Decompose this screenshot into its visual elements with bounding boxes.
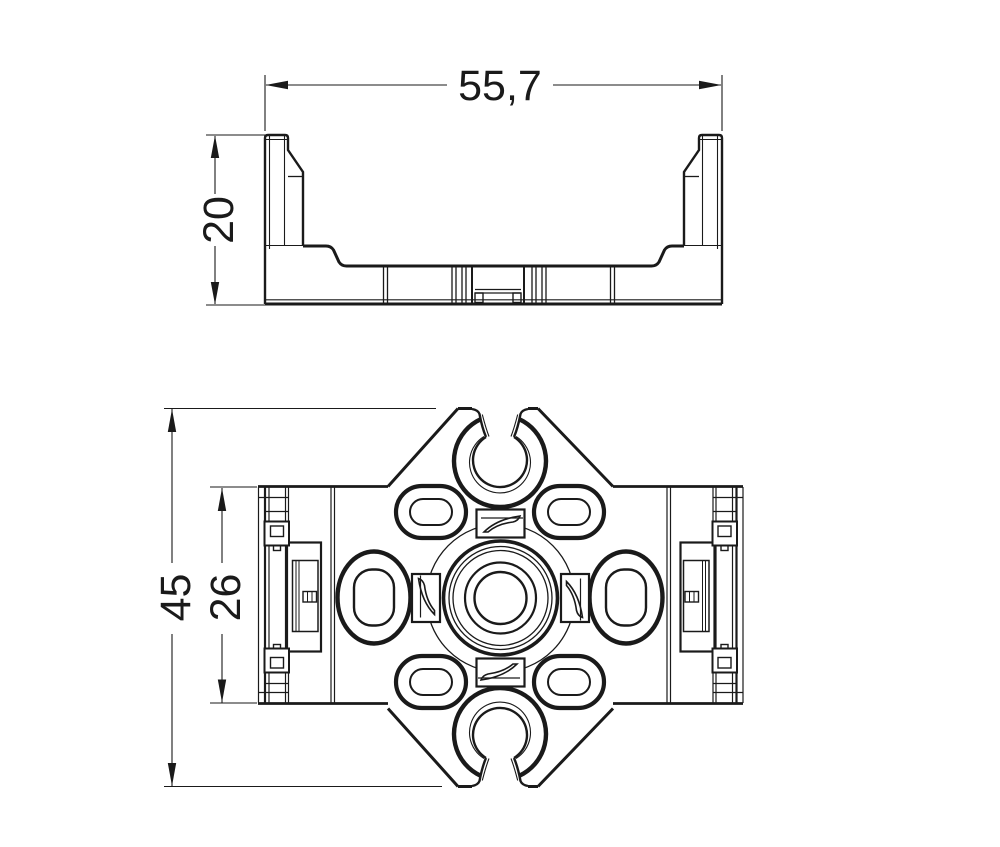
hole-bottom-left bbox=[393, 653, 469, 711]
dim-label-inner-height: 26 bbox=[202, 574, 250, 622]
side-profile-outline bbox=[263, 133, 724, 306]
outer-ring bbox=[451, 417, 549, 510]
body-band bbox=[258, 485, 743, 705]
arrowhead-right bbox=[699, 80, 722, 90]
dim-label-width: 55,7 bbox=[458, 62, 542, 110]
gap-wall-left bbox=[471, 757, 488, 788]
dimension-height-20: 20 bbox=[195, 134, 265, 306]
rail-ladder bbox=[684, 590, 700, 603]
hole-west bbox=[335, 549, 413, 646]
hole-bottom-right bbox=[531, 653, 607, 711]
left-rail bbox=[257, 487, 336, 703]
u-floor bbox=[303, 244, 684, 268]
rail-latch-bottom bbox=[263, 647, 290, 674]
gap-wall-right bbox=[512, 757, 529, 788]
inner-opening-thin bbox=[468, 701, 532, 759]
arrowhead-down bbox=[217, 679, 227, 703]
arrowhead-up bbox=[210, 135, 220, 158]
dimension-inner-height-26: 26 bbox=[202, 486, 257, 704]
front-view: 45 26 bbox=[152, 407, 744, 788]
bottom-keyway-cutout bbox=[386, 685, 615, 788]
central-hub bbox=[410, 508, 591, 688]
gap-wall-left-thin bbox=[481, 414, 490, 437]
gap-wall-right-thin bbox=[510, 414, 519, 437]
arrowhead-up bbox=[167, 409, 177, 432]
hole-top-left bbox=[393, 483, 469, 541]
hub-center-bore bbox=[473, 570, 528, 626]
base-strip-lines bbox=[382, 267, 616, 303]
arrowhead-down bbox=[167, 763, 177, 786]
side-profile-view: 55,7 20 bbox=[195, 62, 724, 306]
dim-label-overall-height: 45 bbox=[152, 574, 200, 622]
inner-opening bbox=[471, 706, 529, 760]
rail-latch-top bbox=[711, 520, 738, 547]
corner-holes bbox=[393, 483, 607, 711]
rail-ladder bbox=[302, 590, 318, 603]
hub-thick-ring bbox=[441, 539, 560, 657]
gap-wall-left bbox=[471, 407, 488, 438]
left-post bbox=[263, 133, 305, 250]
arrowhead-up bbox=[217, 488, 227, 511]
dimension-width-55-7: 55,7 bbox=[264, 62, 723, 131]
dimension-overall-height-45: 45 bbox=[152, 407, 442, 788]
rail-latch-top bbox=[263, 520, 290, 547]
gap-wall-right-thin bbox=[510, 758, 519, 781]
arrowhead-down bbox=[210, 282, 220, 305]
arrowhead-left bbox=[265, 80, 288, 90]
right-rail bbox=[666, 487, 744, 703]
outer-ring bbox=[451, 685, 549, 778]
inner-opening bbox=[471, 435, 529, 489]
gap-wall-left-thin bbox=[481, 758, 490, 781]
center-slot bbox=[471, 267, 525, 304]
dim-label-height: 20 bbox=[195, 196, 243, 244]
gap-wall-right bbox=[512, 407, 529, 438]
right-post bbox=[682, 133, 724, 250]
bayonet-tab bbox=[475, 508, 526, 539]
top-keyway-cutout bbox=[386, 407, 615, 510]
hole-top-right bbox=[531, 483, 607, 541]
inner-opening-thin bbox=[468, 436, 532, 494]
rail-latch-bottom bbox=[711, 647, 738, 674]
